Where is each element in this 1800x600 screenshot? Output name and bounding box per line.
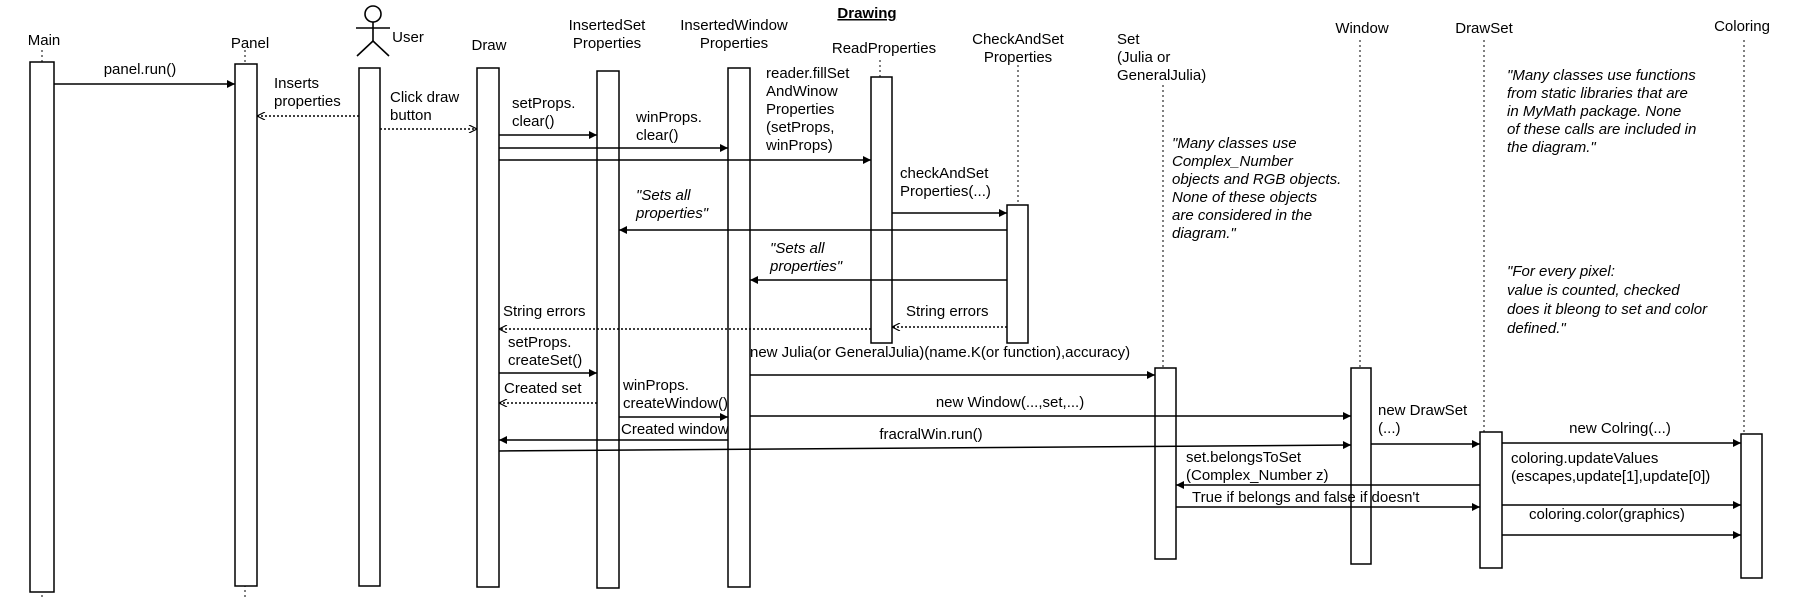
message-label-m4: setProps.clear() <box>512 95 575 130</box>
message-label-m20: new Colring(...) <box>1569 420 1671 437</box>
message-label-m19: new DrawSet(...) <box>1378 402 1468 437</box>
participant-window: Window <box>1335 20 1389 37</box>
message-label-m12: setProps.createSet() <box>508 334 582 369</box>
message-label-m22: coloring.updateValues(escapes,update[1],… <box>1511 450 1710 485</box>
participant-user: User <box>392 29 424 46</box>
activation-coloring <box>1740 433 1763 579</box>
participant-drawset: DrawSet <box>1455 20 1513 37</box>
activation-checkprops <box>1006 204 1029 344</box>
activation-window <box>1350 367 1372 565</box>
message-label-m18: fracralWin.run() <box>879 426 982 443</box>
arrow-m18 <box>498 441 1352 452</box>
actor-user-icon <box>356 5 390 57</box>
participant-draw: Draw <box>471 37 506 54</box>
participant-coloring: Coloring <box>1714 18 1770 35</box>
message-label-m16: new Window(...,set,...) <box>936 394 1084 411</box>
participant-panel: Panel <box>231 35 269 52</box>
participant-main: Main <box>28 32 61 49</box>
activation-draw <box>476 67 500 588</box>
activation-drawset <box>1479 431 1503 569</box>
diagram-title: Drawing <box>837 5 896 22</box>
message-label-m13: new Julia(or GeneralJulia)(name.K(or fun… <box>750 344 1130 361</box>
message-label-m21: set.belongsToSet(Complex_Number z) <box>1186 449 1329 484</box>
participant-readprops: ReadProperties <box>832 40 936 57</box>
message-label-m23: True if belongs and false if doesn't <box>1192 489 1420 506</box>
activation-main <box>29 61 55 593</box>
activation-user <box>358 67 381 587</box>
activation-readprops <box>870 76 893 344</box>
message-label-m15: winProps.createWindow() <box>622 377 728 412</box>
message-label-m5: winProps.clear() <box>635 109 702 144</box>
message-label-m11: String errors <box>906 303 989 320</box>
note-pixel: "For every pixel:value is counted, check… <box>1507 263 1708 337</box>
message-label-m14: Created set <box>504 380 582 397</box>
message-label-m1: panel.run() <box>104 61 177 78</box>
message-label-m24: coloring.color(graphics) <box>1529 506 1685 523</box>
activation-winprops <box>727 67 751 588</box>
activation-panel <box>234 63 258 587</box>
message-label-m17: Created window <box>621 421 729 438</box>
activation-set <box>1154 367 1177 560</box>
message-label-m10: String errors <box>503 303 586 320</box>
